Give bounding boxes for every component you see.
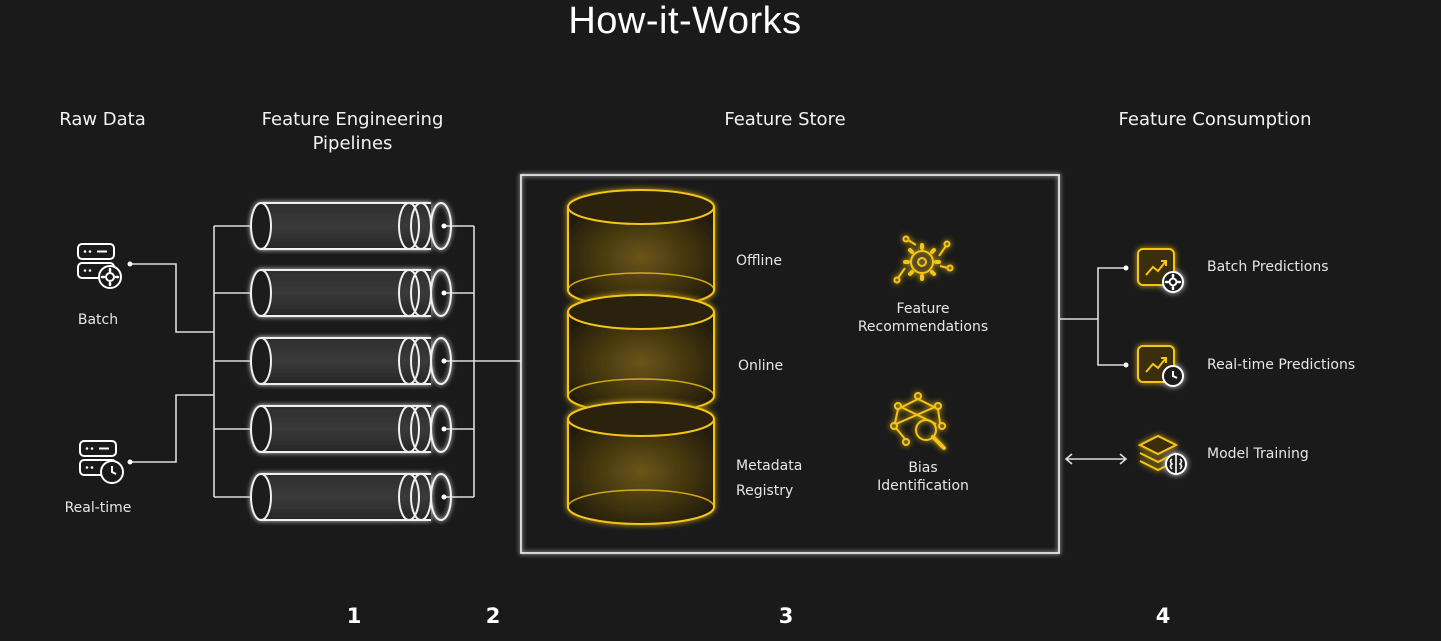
connector-dots	[127, 223, 447, 500]
source-label-batch: Batch	[77, 312, 119, 328]
consumption-label-realtime-predictions: Real-time Predictions	[1207, 357, 1356, 373]
chart-gear-icon	[1137, 248, 1184, 293]
store-label-registry: Registry	[736, 483, 794, 499]
pipeline-tube	[250, 473, 452, 521]
bias-label-line1: Bias	[908, 460, 938, 476]
bias-label-line2: Identification	[877, 478, 969, 494]
network-magnifier-icon	[890, 392, 946, 450]
store-label-online: Online	[738, 358, 784, 374]
database-cylinder	[567, 189, 715, 308]
feature-store-box	[520, 174, 1060, 554]
chart-clock-icon	[1137, 345, 1184, 387]
raw-data-connectors	[130, 225, 521, 498]
heading-feature-engineering: Feature Engineering Pipelines	[261, 109, 444, 154]
pipeline-tube	[250, 202, 452, 250]
heading-feature-store: Feature Store	[724, 109, 846, 130]
recommendations-label-line2: Recommendations	[857, 319, 989, 335]
pipeline-tube	[250, 405, 452, 453]
step-number-3: 3	[778, 604, 794, 628]
store-label-offline: Offline	[736, 253, 782, 269]
feature-pipelines	[250, 202, 452, 521]
server-gear-icon	[77, 243, 122, 289]
step-number-1: 1	[346, 604, 362, 628]
consumption-label-batch-predictions: Batch Predictions	[1207, 259, 1329, 275]
recommendations-label-line1: Feature	[896, 301, 950, 317]
consumption-connectors	[1059, 267, 1128, 465]
page-title: How-it-Works	[568, 0, 802, 42]
heading-feature-consumption: Feature Consumption	[1118, 109, 1312, 130]
layers-brain-icon	[1137, 434, 1187, 475]
feature-store-databases	[567, 189, 715, 525]
consumption-label-model-training: Model Training	[1207, 446, 1309, 462]
step-number-2: 2	[485, 604, 501, 628]
heading-raw-data: Raw Data	[59, 109, 146, 130]
database-cylinder	[567, 294, 715, 414]
pipeline-tube	[250, 337, 452, 385]
database-cylinder	[567, 401, 715, 525]
gear-network-icon	[893, 235, 954, 284]
step-number-4: 4	[1155, 604, 1171, 628]
server-clock-icon	[79, 440, 124, 484]
store-label-metadata: Metadata	[736, 458, 803, 474]
source-label-realtime: Real-time	[64, 500, 132, 516]
pipeline-tube	[250, 269, 452, 317]
